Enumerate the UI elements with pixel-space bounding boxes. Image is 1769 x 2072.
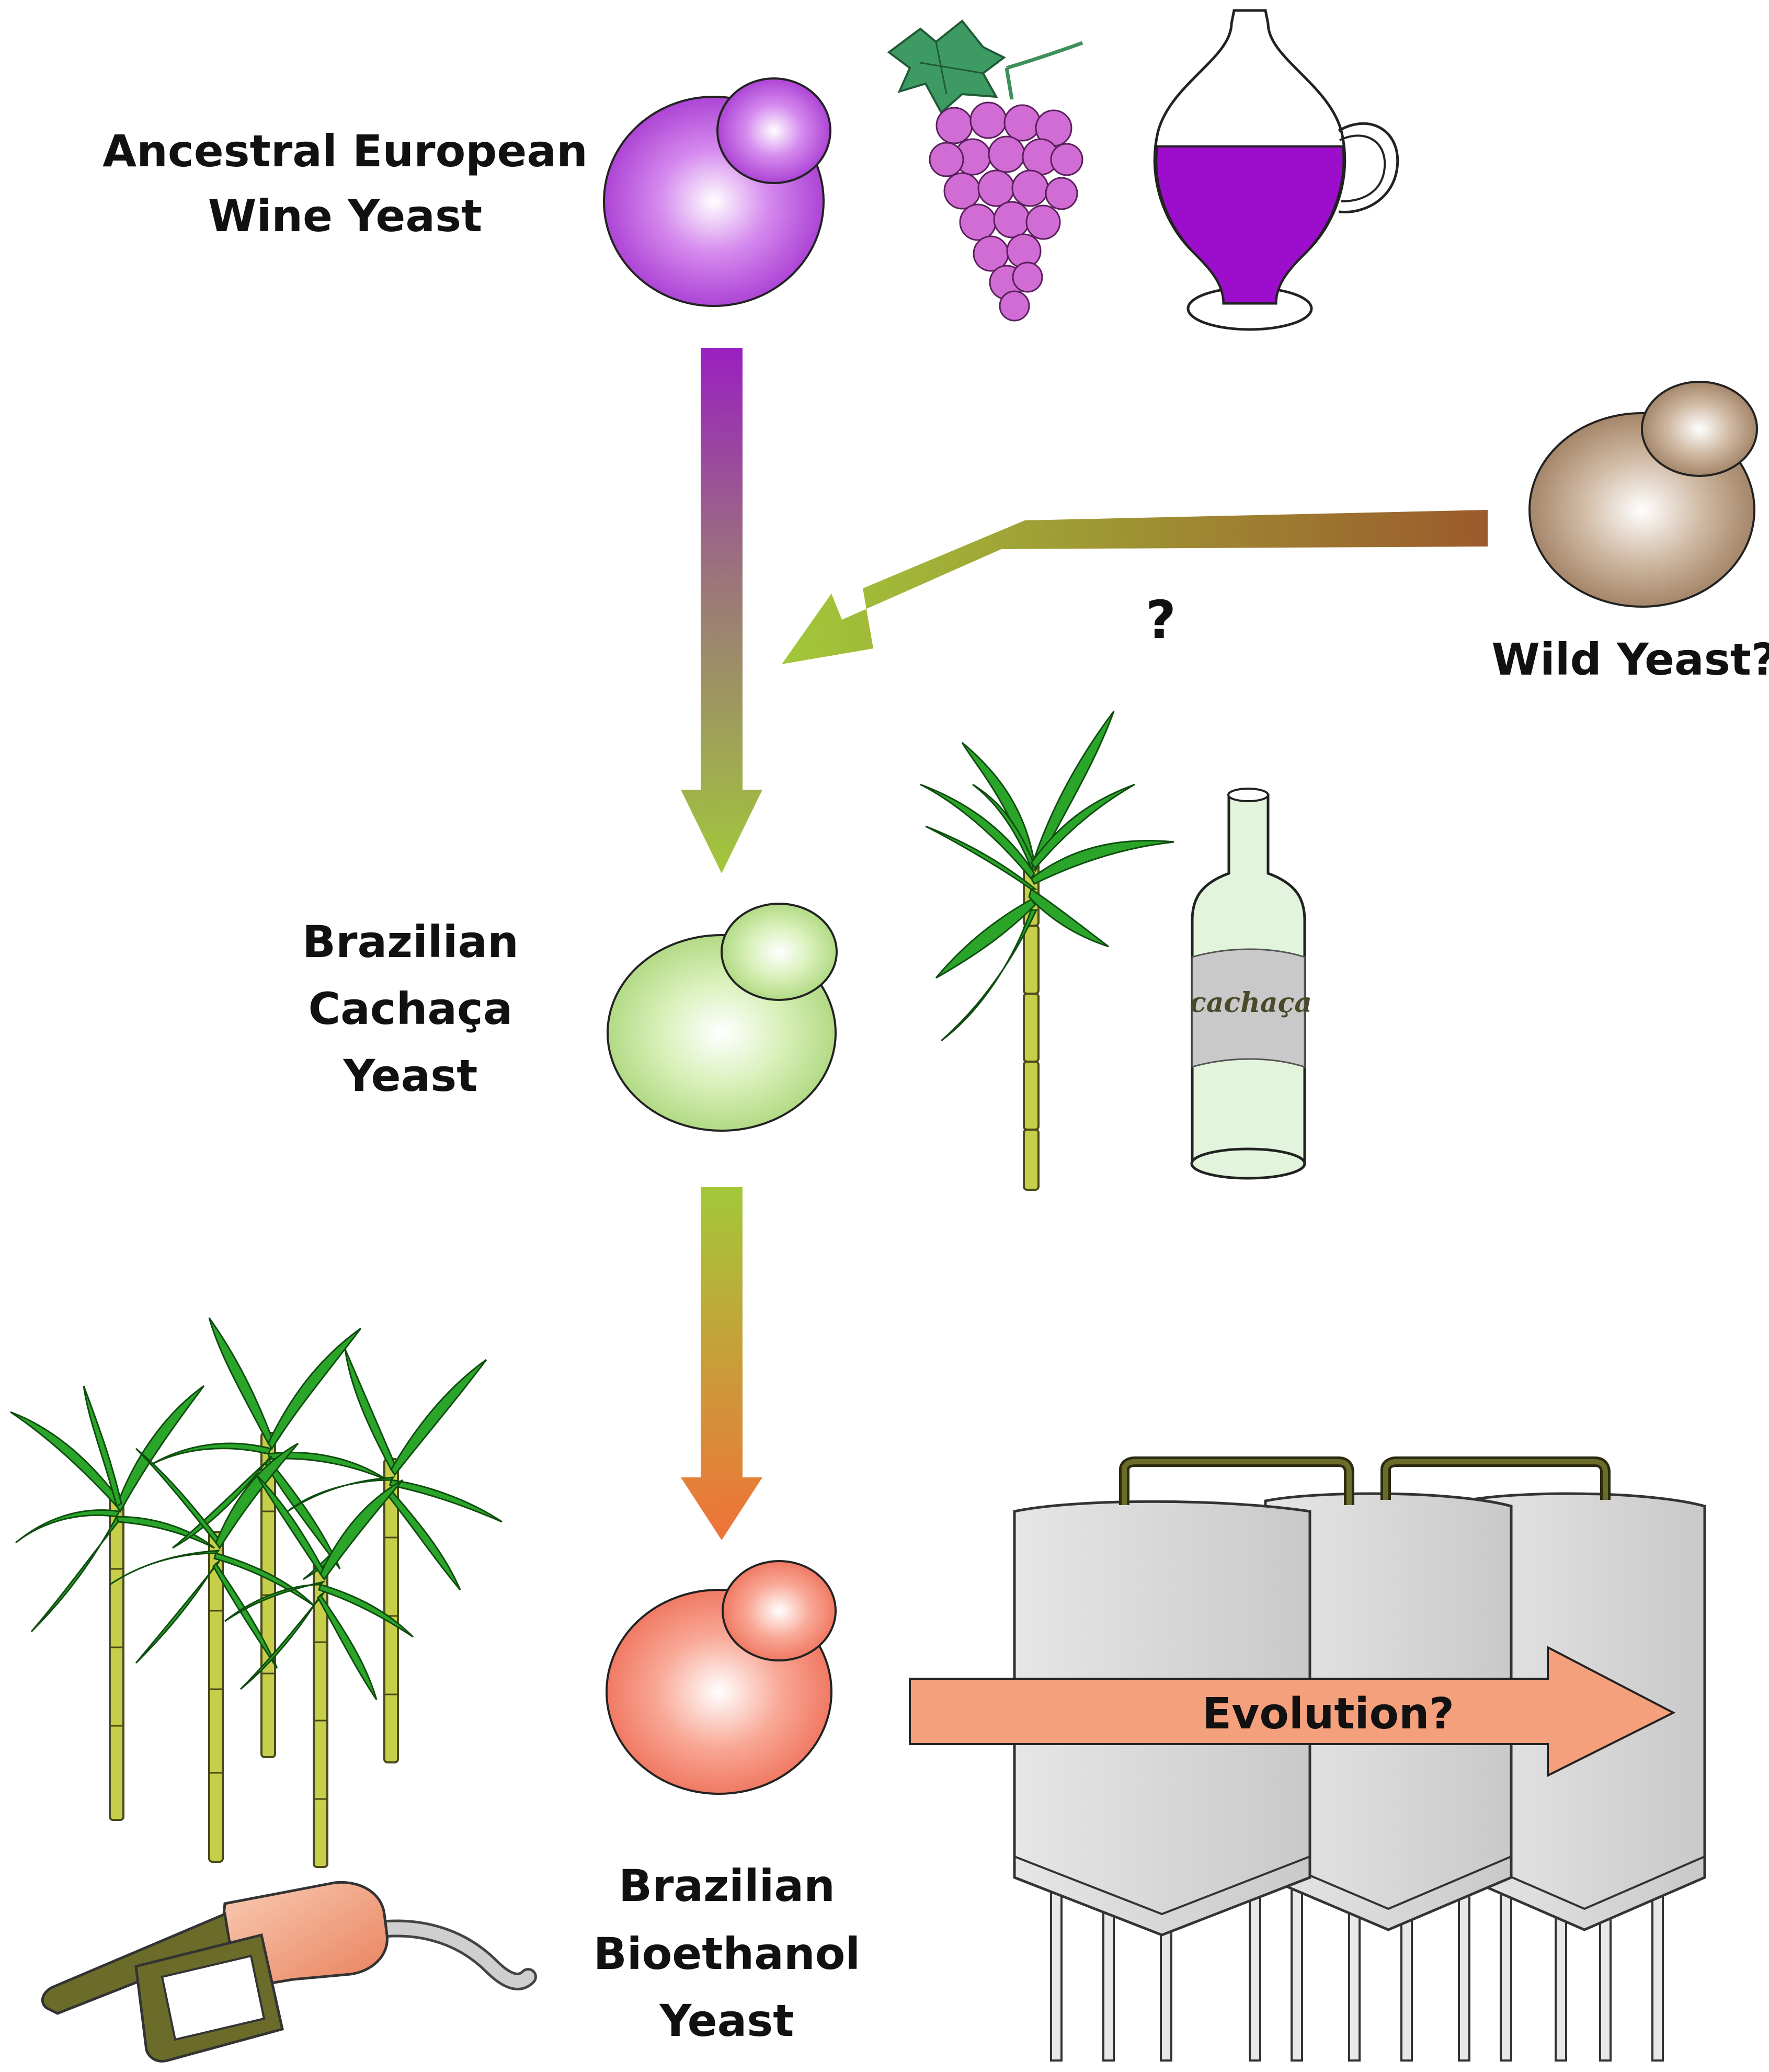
bioethanol-label-line3: Yeast <box>659 1995 794 2046</box>
cachaca-label-line2: Cachaça <box>308 983 512 1034</box>
bioethanol-label-line1: Brazilian <box>619 1860 835 1911</box>
bioethanol-yeast-cell <box>606 1560 837 1795</box>
cachaca-label-line1: Brazilian <box>302 916 519 967</box>
grape-icon <box>887 19 1083 322</box>
ancestral-label-line2: Wine Yeast <box>208 190 482 242</box>
bioethanol-label-line2: Bioethanol <box>594 1928 860 1979</box>
arrow-wine-to-cachaca <box>681 348 762 873</box>
wine-yeast-cell <box>603 77 831 307</box>
sugarcane-icon <box>920 711 1174 1191</box>
fuel-nozzle-icon <box>41 1881 537 2063</box>
fermentation-tanks-icon <box>1013 1456 1706 2062</box>
wild-question-mark: ? <box>1146 589 1176 651</box>
wild-yeast-label: Wild Yeast? <box>1491 634 1769 685</box>
cachaca-bottle-icon: cachaça <box>1190 788 1312 1180</box>
cachaca-label-line3: Yeast <box>343 1050 478 1101</box>
bottle-label-text: cachaça <box>1190 987 1312 1019</box>
sugarcane-field-icon <box>10 1317 503 1868</box>
evolution-label: Evolution? <box>1202 1689 1454 1739</box>
cachaca-yeast-cell <box>607 903 838 1132</box>
evolution-arrow <box>909 1645 1676 1778</box>
arrow-cachaca-to-bioethanol <box>681 1187 762 1540</box>
ancestral-label-line1: Ancestral European <box>102 126 588 177</box>
wild-yeast-cell <box>1528 381 1758 608</box>
arrow-wild-to-main <box>782 510 1488 664</box>
wine-decanter-icon <box>1153 9 1399 331</box>
